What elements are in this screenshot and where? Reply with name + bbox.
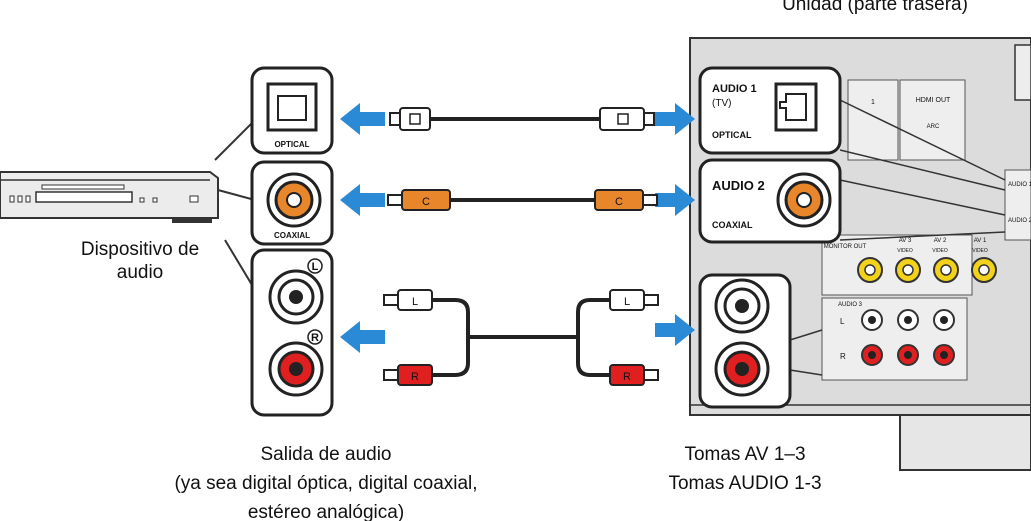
jacks-caption-line1: Tomas AV 1–3 [684, 444, 805, 465]
av2-label: AV 2 [934, 238, 947, 244]
audio-jacks-grid: AUDIO 3 L R [821, 297, 968, 381]
arrow-right-icon [655, 103, 695, 135]
small-audio2-label: AUDIO 2 [1008, 218, 1031, 224]
red-rca-jack-icon [714, 341, 770, 397]
white-rca-jack-icon [714, 278, 770, 334]
jacks-caption-line2: Tomas AUDIO 1-3 [668, 473, 821, 494]
zoom-lines [789, 99, 1006, 376]
video-label-c: VIDEO [972, 248, 988, 254]
unit-audio2-label: AUDIO 2 [712, 178, 765, 193]
optical-plug [599, 107, 655, 131]
white-jack [933, 309, 955, 331]
right-plug-label-unit: R [623, 371, 631, 383]
unit-optical-port-callout: AUDIO 1 (TV) OPTICAL [698, 66, 842, 155]
unit-coaxial-label: COAXIAL [712, 220, 753, 230]
yellow-jack [895, 257, 921, 283]
device-left-label: L [312, 261, 319, 273]
device-coaxial-port-callout: COAXIAL [250, 160, 334, 246]
video-jacks-row: MONITOR OUT AV 3 AV 2 AV 1 VIDEO VIDEO V… [821, 234, 997, 296]
monitor-out-label: MONITOR OUT [824, 244, 867, 250]
small-audio1-label: AUDIO 1 [1008, 182, 1031, 188]
red-jack [861, 344, 883, 366]
white-rca-plug: L [609, 289, 659, 311]
output-caption-line3: estéreo analógica) [248, 502, 404, 521]
device-analog-jacks-callout: L R [250, 248, 334, 417]
left-plug-label-device: L [412, 296, 418, 308]
white-jack [897, 309, 919, 331]
yellow-jack [857, 257, 883, 283]
optical-jack-icon [774, 82, 818, 132]
arrow-right-icon [655, 184, 695, 216]
unit-audio1-label: AUDIO 1 [712, 83, 757, 95]
panel-left-marker: L [840, 317, 845, 326]
arrows [340, 103, 695, 353]
device-label-line2: audio [117, 262, 164, 283]
device-label-line1: Dispositivo de [81, 239, 199, 260]
coaxial-jack-icon [776, 172, 832, 228]
device-white-rca-jack-icon [268, 269, 324, 325]
arrow-left-icon [340, 103, 385, 135]
device-optical-port-callout: OPTICAL [250, 66, 334, 155]
arrow-right-icon [655, 314, 695, 346]
device-callout-lines [214, 119, 256, 291]
audio3-label: AUDIO 3 [838, 302, 863, 308]
coaxial-cable: C C [387, 189, 658, 211]
unit-coaxial-port-callout: AUDIO 2 COAXIAL [698, 158, 842, 244]
coax-plug-label-left: C [422, 196, 430, 208]
device-optical-label: OPTICAL [274, 140, 309, 149]
yellow-jack [933, 257, 959, 283]
small-audio-labels: AUDIO 1 AUDIO 2 [1004, 169, 1031, 241]
output-caption-line2: (ya sea digital óptica, digital coaxial, [174, 473, 477, 494]
optical-plug [389, 107, 431, 131]
right-plug-label-device: R [411, 371, 419, 383]
red-jack [933, 344, 955, 366]
hdmi-out-section: HDMI OUT ARC 1 [847, 79, 966, 161]
white-jack [861, 309, 883, 331]
white-rca-plug: L [383, 289, 433, 311]
optical-cable [389, 107, 655, 131]
coaxial-plug: C [594, 189, 658, 211]
arc-label: ARC [927, 124, 940, 130]
device-red-rca-jack-icon [268, 341, 324, 397]
device-right-label: R [311, 332, 319, 344]
left-plug-label-unit: L [624, 296, 630, 308]
output-caption-line1: Salida de audio [261, 444, 392, 465]
av1-label: AV 1 [974, 238, 987, 244]
unit-optical-label: OPTICAL [712, 130, 752, 140]
device-coaxial-label: COAXIAL [274, 231, 310, 240]
arrow-left-icon [340, 321, 385, 353]
unit-analog-jacks-callout [698, 273, 792, 409]
coaxial-plug: C [387, 189, 451, 211]
device-coaxial-jack-icon [266, 172, 322, 228]
red-rca-plug: R [383, 364, 433, 386]
hdmi-1-label: 1 [871, 99, 875, 106]
video-label-a: VIDEO [897, 248, 913, 254]
red-jack [897, 344, 919, 366]
arrow-left-icon [340, 184, 385, 216]
yellow-jack [971, 257, 997, 283]
coax-plug-label-right: C [615, 196, 623, 208]
video-label-b: VIDEO [932, 248, 948, 254]
panel-right-marker: R [840, 352, 846, 361]
unit-tv-label: (TV) [712, 98, 731, 109]
optical-port-icon [277, 95, 307, 121]
hdmi-out-label: HDMI OUT [916, 97, 951, 104]
unit-rear-caption: Unidad (parte trasera) [782, 0, 968, 15]
audio-device-icon [0, 171, 219, 223]
red-rca-plug: R [609, 364, 659, 386]
stereo-rca-cable: L R L R [383, 289, 659, 386]
av3-label: AV 3 [899, 238, 912, 244]
